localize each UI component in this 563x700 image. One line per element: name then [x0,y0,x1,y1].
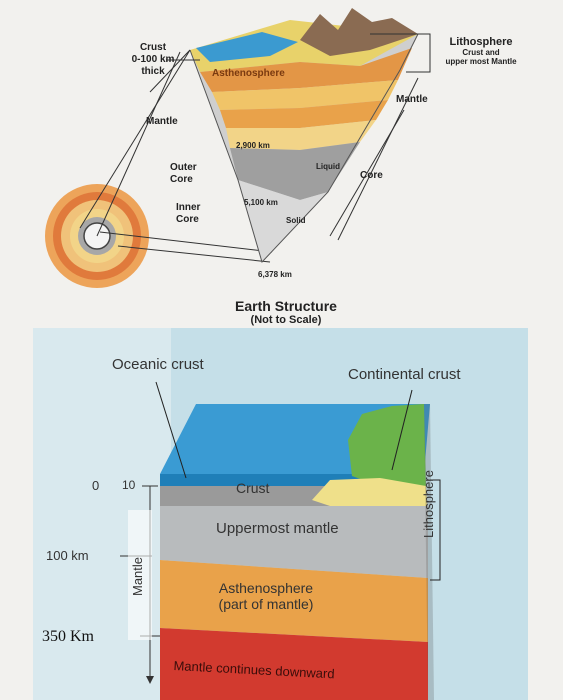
lithosphere-sub2: upper most Mantle [445,57,517,66]
crust-label: Crust 0-100 km thick [118,42,188,78]
depth-tick-350: 350 Km [42,628,94,645]
diagram-title: Earth Structure [235,298,337,314]
mantle-left-label: Mantle [146,116,178,127]
lithosphere-block [160,404,434,700]
depth-tick-10: 10 [122,478,136,492]
outer-core-line2: Core [170,174,193,185]
core-right-label: Core [360,170,383,181]
asthenosphere-bottom-label: Asthenosphere (part of mantle) [196,580,336,612]
lithosphere-vertical-label: Lithosphere [421,470,436,538]
oceanic-crust-label: Oceanic crust [112,356,204,373]
asthenosphere-label: Asthenosphere [212,68,285,79]
liquid-label: Liquid [316,162,340,171]
outer-core-line1: Outer [170,162,197,173]
depth-6378-label: 6,378 km [258,270,292,279]
depth-tick-100: 100 km [46,548,89,563]
depth-2900-label: 2,900 km [236,141,270,150]
continental-crust-label: Continental crust [348,366,461,383]
solid-label: Solid [286,216,306,225]
uppermost-mantle-label: Uppermost mantle [216,520,339,537]
depth-5100-label: 5,100 km [244,198,278,207]
depth-tick-0: 0 [92,478,100,493]
diagram-subtitle: (Not to Scale) [250,314,322,326]
inner-core-line1: Inner [176,202,201,213]
outer-core-label: Outer Core [170,162,197,186]
mantle-right-label: Mantle [396,94,428,105]
lithosphere-label: Lithosphere Crust and upper most Mantle [432,36,530,66]
crust-thick-word: thick [141,66,165,77]
inner-core-line2: Core [176,214,199,225]
mantle-vertical-label: Mantle [130,556,145,596]
lithosphere-title: Lithosphere [449,36,513,48]
asthenosphere-line1: Asthenosphere [218,580,314,596]
earth-structure-title-block: Earth Structure (Not to Scale) [206,298,366,326]
crust-thickness: 0-100 km [131,54,175,65]
lithosphere-sub1: Crust and [462,48,500,57]
crust-layer-label: Crust [236,480,270,496]
asthenosphere-line2: (part of mantle) [218,596,314,612]
earth-wedge [189,8,419,263]
inner-core-label: Inner Core [176,202,200,226]
crust-title: Crust [139,42,167,53]
